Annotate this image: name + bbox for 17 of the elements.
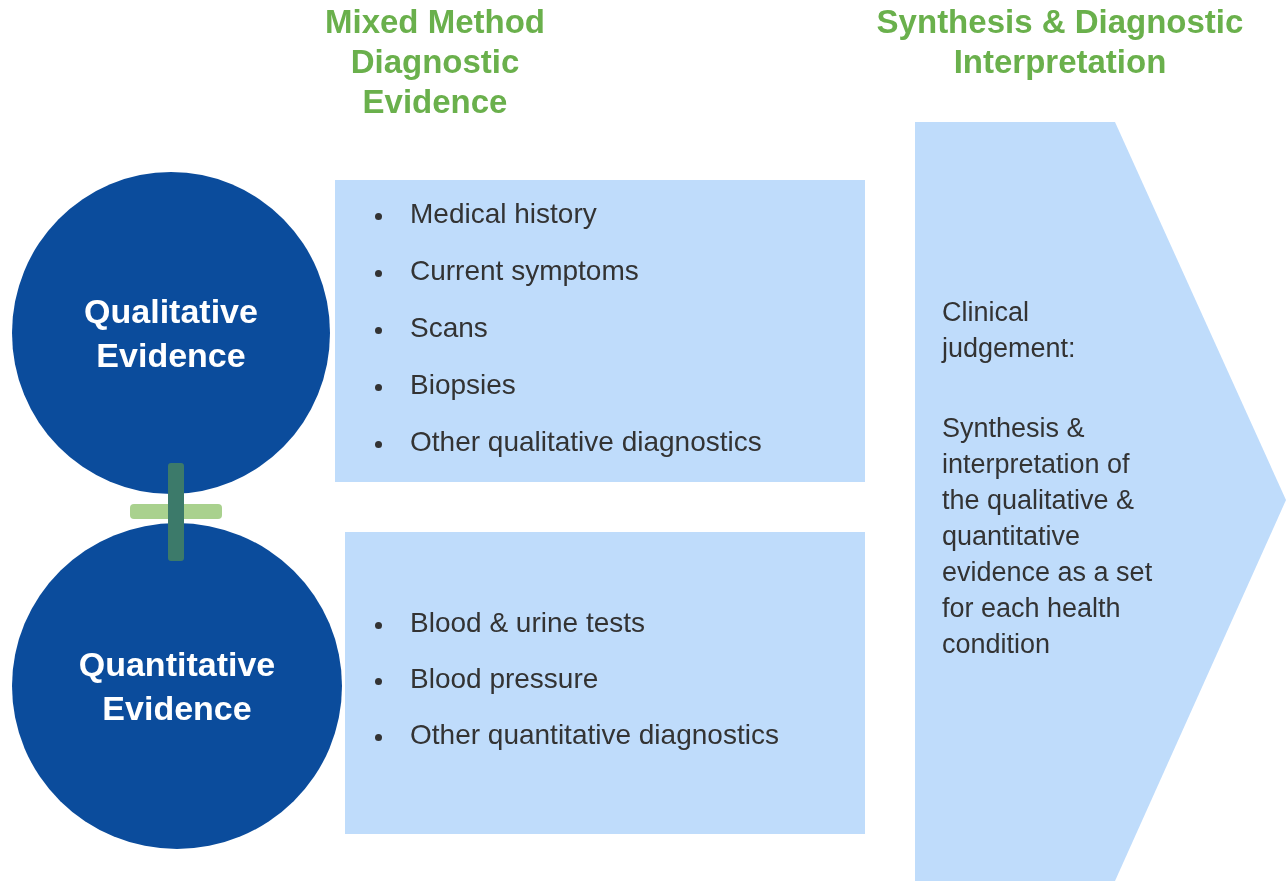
evidence-panel	[335, 180, 865, 482]
node-text: Synthesis & interpretation of the qualitative & quantitative evidence as a set for each health condition	[942, 412, 1154, 661]
list-item: Other quantitative diagnostics	[410, 719, 779, 750]
column-heading: Synthesis & Diagnostic Interpretation	[875, 2, 1245, 82]
node-heading: Clinical judgement:	[942, 296, 1077, 365]
list-item: Current symptoms	[410, 255, 639, 286]
column-heading: Mixed Method Diagnostic Evidence	[324, 2, 546, 122]
list-item: Other qualitative diagnostics	[410, 426, 762, 457]
circle-label: Qualitative Evidence	[83, 291, 259, 376]
list-item: Biopsies	[410, 369, 516, 400]
list-item: Medical history	[410, 198, 597, 229]
list-item: Blood & urine tests	[410, 607, 646, 638]
chevron-arrow	[915, 122, 1286, 881]
list-item: Blood pressure	[410, 663, 599, 694]
circle-label: Quantitative Evidence	[77, 644, 277, 729]
evidence-panel	[345, 532, 865, 834]
list-item: Scans	[410, 312, 488, 343]
